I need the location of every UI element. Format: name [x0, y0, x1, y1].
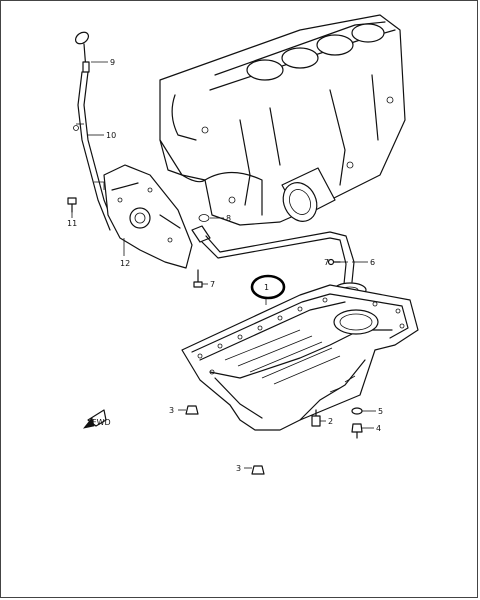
callout-10: 10 — [106, 131, 116, 140]
highlight-circle — [250, 274, 286, 300]
plug-3-upper — [185, 405, 199, 415]
o-ring-8 — [198, 214, 210, 222]
callout-3-upper: 3 — [169, 406, 174, 415]
callout-9: 9 — [110, 58, 115, 67]
leader-lines — [71, 61, 376, 469]
callout-3-lower: 3 — [236, 464, 241, 473]
bolt-11 — [67, 197, 77, 213]
callout-7-right: 7 — [324, 258, 329, 267]
drain-plug-4 — [351, 423, 363, 439]
engine-block — [159, 14, 406, 226]
bolt-7-left — [193, 269, 203, 288]
fwd-label: FWD — [92, 418, 111, 427]
callout-8: 8 — [226, 214, 231, 223]
plug-3-lower — [251, 465, 265, 475]
callout-2: 2 — [328, 417, 333, 426]
oil-filter — [281, 167, 336, 222]
washer-5 — [351, 407, 363, 415]
oil-pump-cover — [103, 164, 193, 269]
callout-7-left: 7 — [210, 280, 215, 289]
oil-dipstick — [74, 31, 90, 73]
callout-5: 5 — [378, 407, 383, 416]
callout-labels: 9 10 11 12 8 7 7 6 1 2 3 5 4 3 — [67, 58, 383, 473]
callout-12: 12 — [120, 259, 130, 268]
oil-pan — [181, 284, 419, 431]
callout-11: 11 — [67, 219, 77, 228]
callout-4: 4 — [376, 424, 381, 433]
callout-1: 1 — [264, 283, 269, 292]
callout-6: 6 — [370, 258, 375, 267]
dipstick-guide-tube — [73, 71, 117, 231]
fwd-arrow: FWD — [83, 409, 111, 429]
